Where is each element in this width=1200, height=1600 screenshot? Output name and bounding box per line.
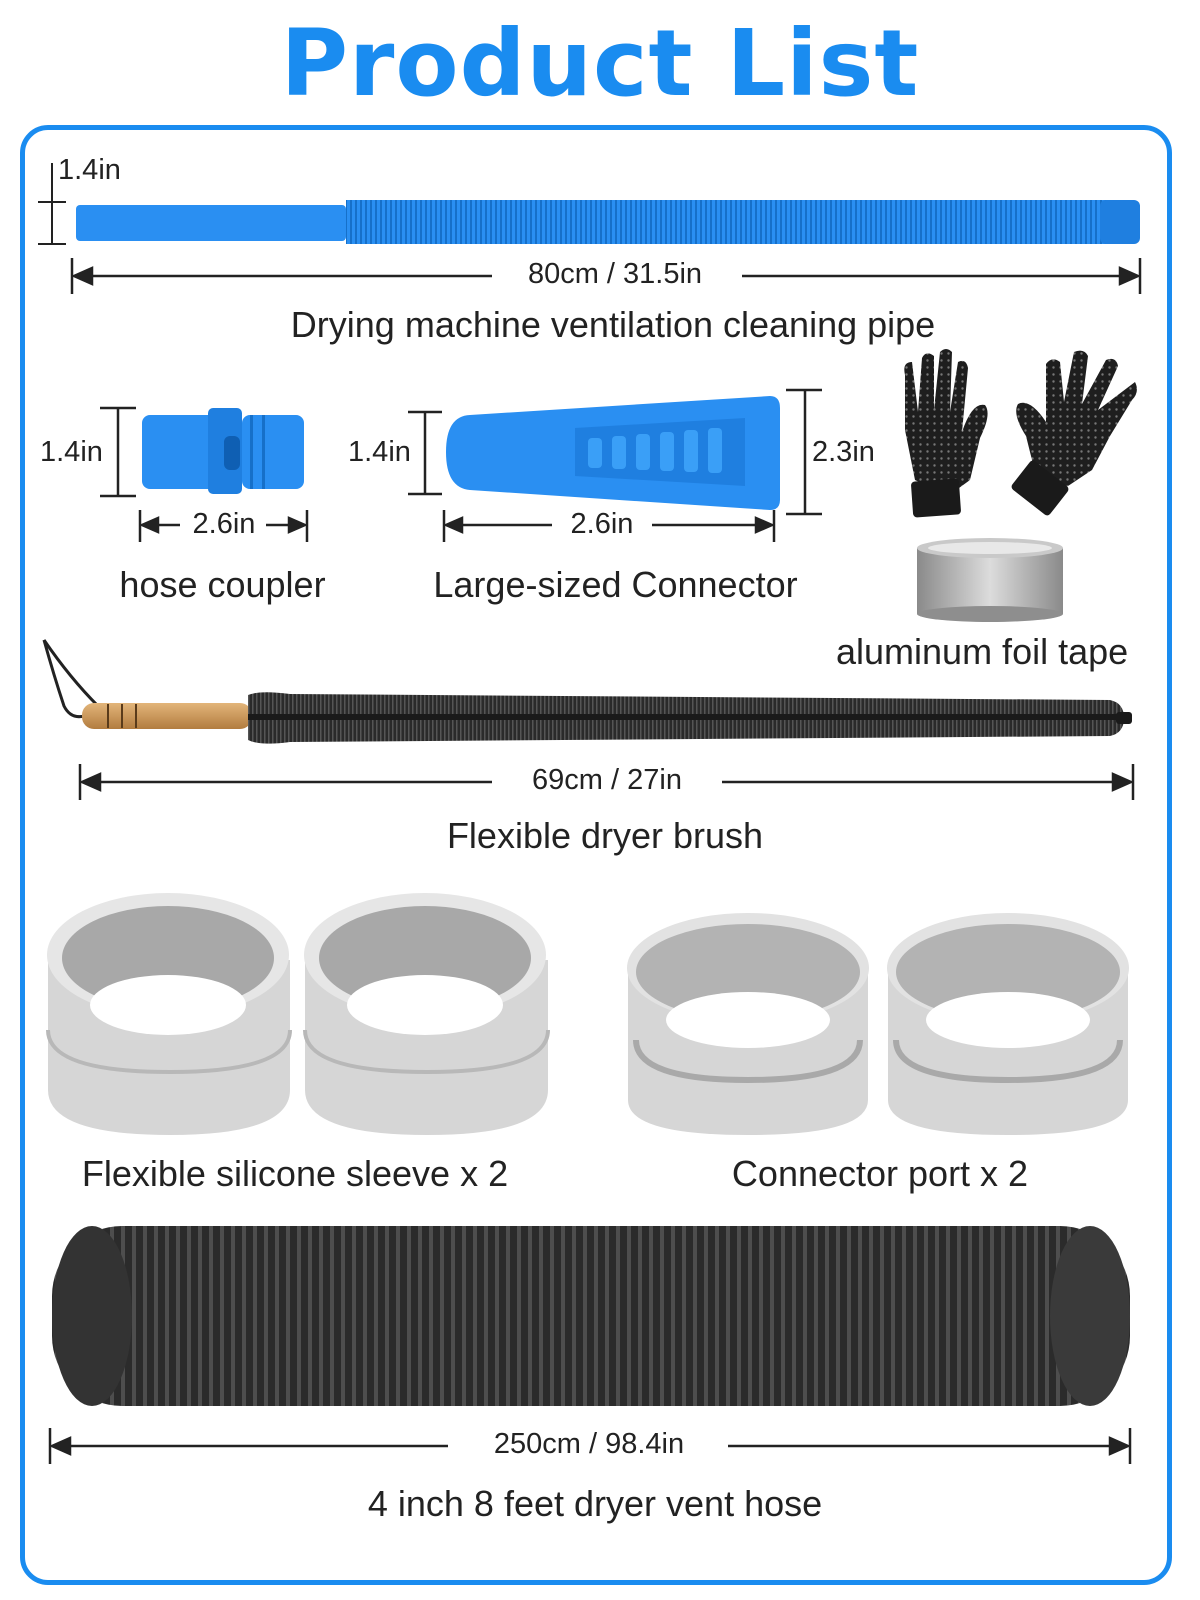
coupler-height-label: 1.4in: [40, 436, 103, 468]
brush-length-label: 69cm / 27in: [500, 764, 714, 797]
coupler-width-arrow: [138, 510, 309, 542]
port-name: Connector port x 2: [731, 1153, 1029, 1194]
coupler-height-marker: [100, 406, 136, 498]
product-list-frame: [20, 125, 1172, 1585]
coupler-name: hose coupler: [119, 564, 326, 605]
connector-width-label: 2.6in: [560, 508, 644, 541]
connector-small-height-marker: [408, 410, 442, 496]
connector-width-arrow: [442, 510, 776, 542]
cleaning-pipe-image: [76, 200, 1140, 244]
page-title: Product List: [280, 10, 920, 117]
connector-large-height-marker: [786, 388, 822, 516]
hose-coupler-image: [142, 408, 304, 494]
silicone-sleeve-image: [46, 893, 292, 1135]
large-connector-image: [446, 396, 780, 510]
tape-name: aluminum foil tape: [836, 631, 1129, 672]
connector-name: Large-sized Connector: [433, 564, 798, 605]
brush-length-arrow: [78, 764, 1135, 800]
silicone-sleeve-image: [303, 893, 550, 1135]
pipe-diameter-label: 1.4in: [58, 154, 121, 186]
pipe-diameter-marker: [38, 163, 66, 245]
dryer-brush-image: [42, 639, 1132, 744]
foil-tape-image: [917, 538, 1063, 622]
vent-hose-image: [52, 1226, 1130, 1406]
hose-length-arrow: [48, 1428, 1132, 1464]
pipe-length-label: 80cm / 31.5in: [510, 258, 720, 291]
gloves-image: [904, 349, 1137, 518]
hose-name: 4 inch 8 feet dryer vent hose: [367, 1483, 823, 1524]
pipe-length-arrow: [70, 258, 1142, 294]
pipe-name: Drying machine ventilation cleaning pipe: [290, 304, 936, 345]
hose-length-label: 250cm / 98.4in: [458, 1428, 720, 1461]
connector-port-image: [627, 913, 869, 1135]
sleeve-name: Flexible silicone sleeve x 2: [81, 1153, 509, 1194]
connector-small-height-label: 1.4in: [348, 436, 411, 468]
brush-name: Flexible dryer brush: [446, 815, 764, 856]
connector-large-height-label: 2.3in: [812, 436, 875, 468]
connector-port-image: [887, 913, 1129, 1135]
coupler-width-label: 2.6in: [186, 508, 262, 541]
